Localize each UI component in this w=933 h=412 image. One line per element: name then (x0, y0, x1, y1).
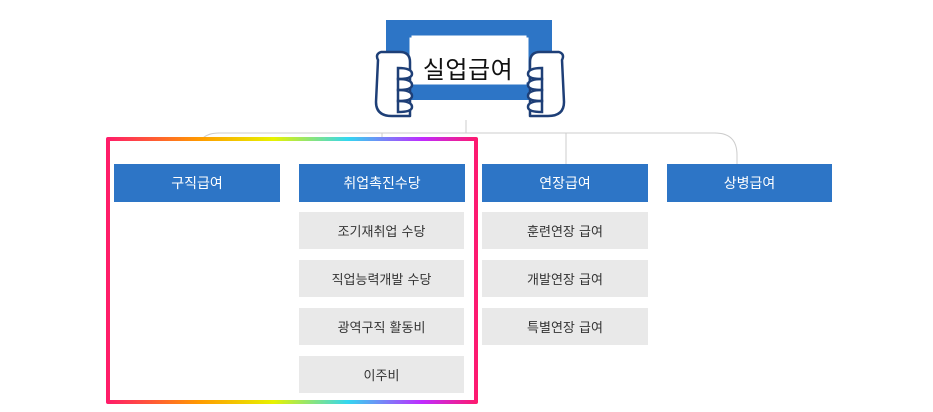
category-header-job-seeking: 구직급여 (114, 164, 280, 202)
sub-item: 광역구직 활동비 (299, 308, 464, 345)
sub-item: 이주비 (299, 356, 464, 393)
category-header-sickness: 상병급여 (667, 164, 832, 202)
sub-item: 조기재취업 수당 (299, 212, 464, 249)
category-header-extended: 연장급여 (482, 164, 648, 202)
sub-item: 직업능력개발 수당 (299, 260, 464, 297)
sub-item: 훈련연장 급여 (482, 212, 648, 249)
sub-item: 개발연장 급여 (482, 260, 648, 297)
diagram-title: 실업급여 (408, 48, 528, 86)
sub-item: 특별연장 급여 (482, 308, 648, 345)
category-header-employment-promotion: 취업촉진수당 (299, 164, 465, 202)
